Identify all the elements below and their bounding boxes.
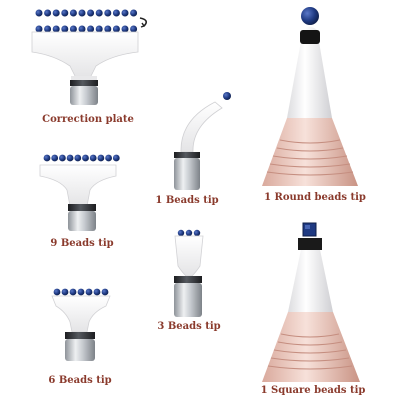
bead [89,154,97,162]
bead [69,9,77,17]
three-beads-tip [174,229,204,317]
correction-plate-blade [31,31,139,79]
three-beads-row [177,229,201,237]
round-beads-pen-body [262,118,358,186]
bead [112,9,120,17]
bead [44,9,52,17]
square-beads-pen-top [288,240,333,312]
bead [52,25,60,33]
bead [95,9,103,17]
nine-beads-row [43,154,120,162]
bead [121,25,129,33]
bead [78,9,86,17]
bead [53,288,61,296]
round-beads-label: 1 Round beads tip [264,192,366,203]
round-beads-pen-top [287,27,332,118]
bead [43,154,51,162]
square-beads-label: 1 Square beads tip [260,385,366,396]
nine-beads-blade [39,164,117,207]
bead [59,154,66,162]
bead [121,9,129,17]
bead [66,154,74,162]
bead [130,25,138,33]
square-beads-pen [262,222,360,382]
bead [35,9,43,17]
three-beads-base [174,283,202,317]
one-beads-label: 1 Beads tip [155,195,219,206]
bead [87,9,95,17]
round-beads-pen [262,7,358,186]
one-beads-bead [223,92,231,100]
bead [112,154,120,162]
one-beads-tip [174,92,231,190]
bead [85,288,93,296]
round-beads-bead [301,7,319,25]
correction-plate-beads [35,9,138,33]
bead [185,229,193,237]
bead [69,25,77,33]
six-beads-tip [51,288,111,361]
nine-beads-ring [68,204,96,211]
bead [35,25,43,33]
round-beads-pen-opening [300,30,320,44]
six-beads-base [65,339,95,361]
one-beads-arm [180,101,223,153]
bead [193,229,201,237]
bead [77,288,85,296]
bead [101,288,109,296]
bead [104,9,112,17]
bead [61,9,69,17]
nine-beads-label: 9 Beads tip [50,238,114,249]
three-beads-blade [174,235,204,277]
round-beads-pen-ridges [266,139,354,176]
correction-plate-label: Correction plate [42,114,134,125]
one-beads-ring [174,152,200,158]
bead [105,154,112,162]
bead [104,25,112,33]
correction-plate-tip [31,9,148,105]
square-beads-pen-socket [298,238,322,250]
nine-beads-tip [39,154,120,231]
bead [93,288,101,296]
nine-beads-base [68,211,96,231]
bead [44,25,52,33]
one-beads-base [174,158,200,190]
bead [95,25,103,33]
six-beads-ring [65,332,95,339]
bead [87,25,95,33]
square-beads-bead [302,222,317,237]
correction-plate-arrow-icon [139,17,148,27]
bead [61,25,69,33]
bead [52,9,60,17]
square-beads-pen-ridges [267,333,353,370]
correction-plate-ring [70,80,98,86]
bead [51,154,59,162]
bead [130,9,138,17]
bead [61,288,69,296]
bead [74,154,82,162]
bead [112,25,120,33]
six-beads-row [53,288,109,296]
six-beads-blade [51,295,111,333]
bead [97,154,105,162]
three-beads-label: 3 Beads tip [157,321,221,332]
six-beads-label: 6 Beads tip [48,375,112,386]
three-beads-ring [174,276,202,283]
bead [78,25,86,33]
correction-plate-base [70,86,98,105]
correction-plate-neck [71,76,97,80]
square-beads-pen-body [262,312,360,382]
bead [82,154,89,162]
bead [69,288,77,296]
bead [177,229,185,237]
